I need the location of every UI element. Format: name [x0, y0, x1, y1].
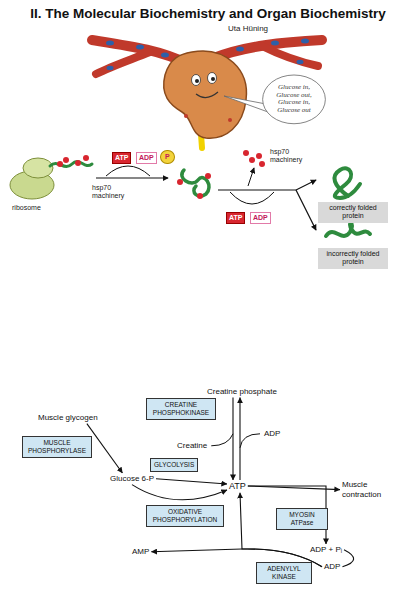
node-text: GLYCOLYSIS	[154, 461, 194, 469]
folding-intermediate	[182, 170, 209, 196]
flow-arrow	[240, 493, 322, 567]
metabolite: Creatine	[175, 440, 209, 452]
part-label: ribosome	[12, 204, 41, 212]
metabolite: AMP	[130, 546, 151, 558]
enzyme-box: MUSCLE PHOSPHORYLASE	[22, 436, 92, 458]
node-text: ATP	[229, 214, 242, 222]
node-text: ADP	[253, 214, 268, 222]
node-text: ADP	[264, 429, 280, 439]
correctly-folded-shape	[334, 168, 360, 198]
node-text: ATP	[115, 154, 128, 162]
adp-box: ADP	[250, 212, 271, 224]
node-text: incorrectly folded protein	[322, 250, 384, 267]
node-text: Creatine phosphate	[207, 387, 277, 397]
flow-arrow	[342, 550, 353, 567]
page-title: II. The Molecular Biochemistry and Organ…	[0, 6, 416, 21]
ribosome-upper	[23, 158, 53, 178]
reaction-leader	[211, 434, 233, 446]
node-text: OXIDATIVE PHOSPHORYLATION	[150, 508, 220, 524]
node-text: ADP	[324, 562, 340, 572]
metabolite: ADP	[262, 428, 282, 440]
part-label: hsp70 machinery	[270, 148, 310, 164]
speech-bubble: Glucose in, Glucose out, Glucose in, Glu…	[262, 74, 326, 125]
metabolite: ADP + Pᵢ	[308, 544, 344, 556]
part-label: hsp70 machinery	[92, 184, 130, 200]
adp-box: ADP	[136, 152, 157, 164]
metabolite: Muscle glycogen	[36, 412, 100, 424]
kidney-body	[164, 51, 247, 138]
node-text: correctly folded protein	[322, 204, 384, 221]
node-text: Glucose in, Glucose out, Glucose in, Glu…	[271, 84, 317, 115]
flow-arrow	[239, 398, 240, 480]
node-text: ADP	[139, 154, 154, 162]
metabolite: ADP	[322, 561, 342, 573]
flow-arrow	[87, 424, 123, 473]
phosphate-circle: P	[160, 150, 175, 164]
node-text: ADP + Pᵢ	[310, 545, 342, 555]
node-text: Muscle contraction	[342, 480, 390, 499]
node-text: Muscle glycogen	[38, 413, 98, 423]
protein-folding-figure	[10, 150, 370, 236]
metabolite: ATP	[227, 480, 248, 493]
atp-box: ATP	[226, 212, 245, 224]
enzyme-box: CREATINE PHOSPHOKINASE	[146, 398, 216, 420]
reaction-leader	[240, 434, 260, 448]
node-text: P	[165, 153, 170, 161]
node-text: AMP	[132, 547, 149, 557]
enzyme-box: OXIDATIVE PHOSPHORYLATION	[146, 505, 224, 527]
result-box: correctly folded protein	[318, 202, 388, 223]
enzyme-box: GLYCOLYSIS	[150, 458, 198, 472]
flow-arrow	[156, 479, 227, 484]
node-text: Glucose 6-P	[110, 474, 154, 484]
flow-arrow	[232, 398, 233, 480]
nascent-chain	[50, 161, 92, 166]
flow-arrow	[132, 485, 227, 500]
kidney-face	[184, 73, 232, 123]
enzyme-box: MYOSIN ATPase	[276, 508, 328, 530]
node-text: MUSCLE PHOSPHORYLASE	[26, 439, 88, 455]
node-text: Creatine	[177, 441, 207, 451]
bubble-tail	[224, 96, 268, 112]
metabolite: Muscle contraction	[340, 479, 392, 500]
atp-box: ATP	[112, 152, 131, 164]
node-text: ADENYLYL KINASE	[260, 565, 308, 581]
metabolite: Glucose 6-P	[108, 473, 156, 485]
metabolite: Creatine phosphate	[205, 386, 279, 398]
enzyme-box: ADENYLYL KINASE	[256, 562, 312, 584]
result-box: incorrectly folded protein	[318, 248, 388, 269]
node-text: MYOSIN ATPase	[280, 511, 324, 527]
incorrectly-folded-shape	[326, 223, 370, 236]
node-text: ATP	[229, 481, 246, 492]
author-name: Uta Hüning	[228, 24, 268, 33]
node-text: CREATINE PHOSPHOKINASE	[150, 401, 212, 417]
